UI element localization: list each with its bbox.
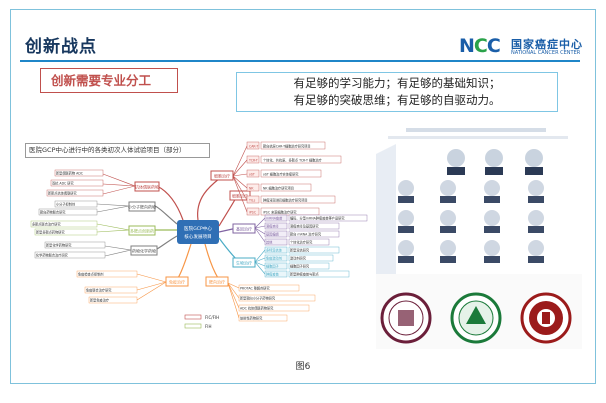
svg-text:多靶点创新药: 多靶点创新药 [130,228,154,234]
svg-text:双抗 ADC 研究: 双抗 ADC 研究 [52,181,74,186]
logo-name-cn: 国家癌症中心 [511,38,583,51]
svg-text:多靶点联合治疗研究: 多靶点联合治疗研究 [32,222,61,227]
svg-text:ADC 抗体偶联药物研究: ADC 抗体偶联药物研究 [240,306,274,311]
mindmap-center-line-1: 医院GCP中心 [184,225,212,232]
svg-text:药物化学药物: 药物化学药物 [132,248,156,254]
team-panel [376,124,582,349]
svg-text:放射性药物研究: 放射性药物研究 [240,316,263,321]
university-seal-1 [380,292,432,344]
svg-text:新型免疫治疗: 新型免疫治疗 [90,298,110,303]
svg-text:新型靶向小分子药物研究: 新型靶向小分子药物研究 [240,296,276,301]
figure-caption: 图6 [295,362,311,372]
svg-text:靶向治疗: 靶向治疗 [209,279,225,285]
svg-text:新型化学药物研究: 新型化学药物研究 [46,243,72,248]
svg-text:免疫治疗: 免疫治疗 [169,279,185,285]
mindmap-center-line-2: 核心发展项目 [184,233,212,240]
quote-box: 有足够的学习能力；有足够的基础知识； 有足够的突破思维；有足够的自驱动力。 [236,72,558,112]
svg-text:细胞因子: 细胞因子 [266,264,280,269]
svg-text:溶瘤病毒: 溶瘤病毒 [266,224,280,229]
svg-text:基因治疗: 基因治疗 [236,226,252,232]
svg-text:生物治疗: 生物治疗 [236,260,252,266]
svg-text:个体化治疗研究: 个体化治疗研究 [290,240,313,245]
svg-text:mRNA疫苗: mRNA疫苗 [266,216,282,221]
legend-label-fih: FIH [205,324,212,329]
svg-text:肿瘤疫苗: 肿瘤疫苗 [266,272,279,277]
svg-text:小分子靶向药物: 小分子靶向药物 [128,204,156,210]
svg-text:化学药物联合治疗研究: 化学药物联合治疗研究 [36,253,69,258]
logo-mark: NCC [459,35,501,57]
svg-text:iPSC 来源细胞治疗研究: iPSC 来源细胞治疗研究 [263,210,297,215]
quote-line-2: 有足够的突破思维；有足够的自驱动力。 [293,93,501,107]
svg-text:抗体偶联药物: 抗体偶联药物 [135,184,159,190]
svg-text:γδT: γδT [249,173,255,177]
svg-text:多特异抗体: 多特异抗体 [266,248,283,253]
svg-text:基因编辑: 基因编辑 [266,232,280,237]
svg-text:个体化、共抗原、多靶点 TCR-T 细胞治疗: 个体化、共抗原、多靶点 TCR-T 细胞治疗 [263,158,323,163]
legend-swatch-fih [184,323,202,329]
svg-text:新型偶联药物 ADC: 新型偶联药物 ADC [56,171,84,176]
svg-text:其他: 其他 [266,240,273,245]
svg-text:新型多靶点药物研究: 新型多靶点药物研究 [36,230,65,235]
svg-text:靶向抗原CAR-T细胞治疗研究项目: 靶向抗原CAR-T细胞治疗研究项目 [263,144,311,149]
svg-text:新型双抗研究: 新型双抗研究 [290,248,310,253]
legend-label-fic: FIC/FIH [205,315,219,320]
svg-text:细胞因子研究: 细胞因子研究 [290,264,310,269]
svg-text:细胞治疗: 细胞治疗 [232,193,248,199]
svg-text:免疫检查点抑制剂: 免疫检查点抑制剂 [78,272,104,277]
section-badge: 创新需要专业分工 [40,68,178,93]
svg-text:免疫激动剂: 免疫激动剂 [266,256,282,261]
mindmap-leaves-right: CAR-T 靶向抗原CAR-T细胞治疗研究项目 TCR-T 个体化、共抗原、多靶… [227,141,368,322]
mindmap-title: 医院GCP中心进行中的各类初次人体试验项目（部分） [25,143,210,158]
svg-text:NK: NK [249,187,254,191]
svg-text:免疫联合治疗研究: 免疫联合治疗研究 [86,288,112,293]
svg-text:靶向 mRNA 治疗研究: 靶向 mRNA 治疗研究 [290,232,322,237]
svg-text:激动剂研究: 激动剂研究 [290,256,307,261]
svg-text:CAR-T: CAR-T [249,145,258,149]
mindmap-legend: FIC/FIH FIH [184,314,219,329]
svg-text:新靶点抗体偶联研究: 新靶点抗体偶联研究 [48,191,77,196]
svg-text:靶向药物联合研究: 靶向药物联合研究 [40,210,66,215]
svg-text:编码、分型mRNA肿瘤疫苗等产品研究: 编码、分型mRNA肿瘤疫苗等产品研究 [290,216,345,221]
svg-text:新型肿瘤疫苗与靶点: 新型肿瘤疫苗与靶点 [290,272,319,277]
quote-line-1: 有足够的学习能力；有足够的基础知识； [293,76,501,90]
slide-title: 创新战点 [25,37,97,57]
mindmap-leaves-left: 新型偶联药物 ADC 双抗 ADC 研究 新靶点抗体偶联研究 小分子抑制剂 靶向… [30,169,167,304]
legend-swatch-fic [184,314,202,320]
svg-text:TILs: TILs [248,199,256,203]
svg-text:小分子抑制剂: 小分子抑制剂 [56,202,75,207]
svg-text:细胞治疗: 细胞治疗 [214,173,230,179]
svg-text:TCR-T: TCR-T [248,159,258,163]
svg-text:溶瘤病毒及基因研究: 溶瘤病毒及基因研究 [290,224,319,229]
svg-text:PROTAC 降解剂研究: PROTAC 降解剂研究 [240,286,270,291]
portrait-grid [398,149,544,263]
logo-name-en: NATIONAL CANCER CENTER [511,50,581,56]
university-seal-3 [520,292,572,344]
svg-text:NK 细胞治疗研究项目: NK 细胞治疗研究项目 [263,186,294,191]
title-divider [20,60,580,62]
mindmap-figure: 医院GCP中心 核心发展项目 细胞治疗 细胞治疗 基因治疗 生物治疗 靶向治疗 … [30,141,368,329]
svg-text:iPSC: iPSC [249,211,257,215]
svg-text:肿瘤浸润淋巴细胞治疗研究项目: 肿瘤浸润淋巴细胞治疗研究项目 [263,198,308,203]
mindmap-center-node [177,220,219,244]
svg-text:γδT 细胞治疗实体瘤研究: γδT 细胞治疗实体瘤研究 [263,172,299,177]
university-seal-2 [450,292,502,344]
